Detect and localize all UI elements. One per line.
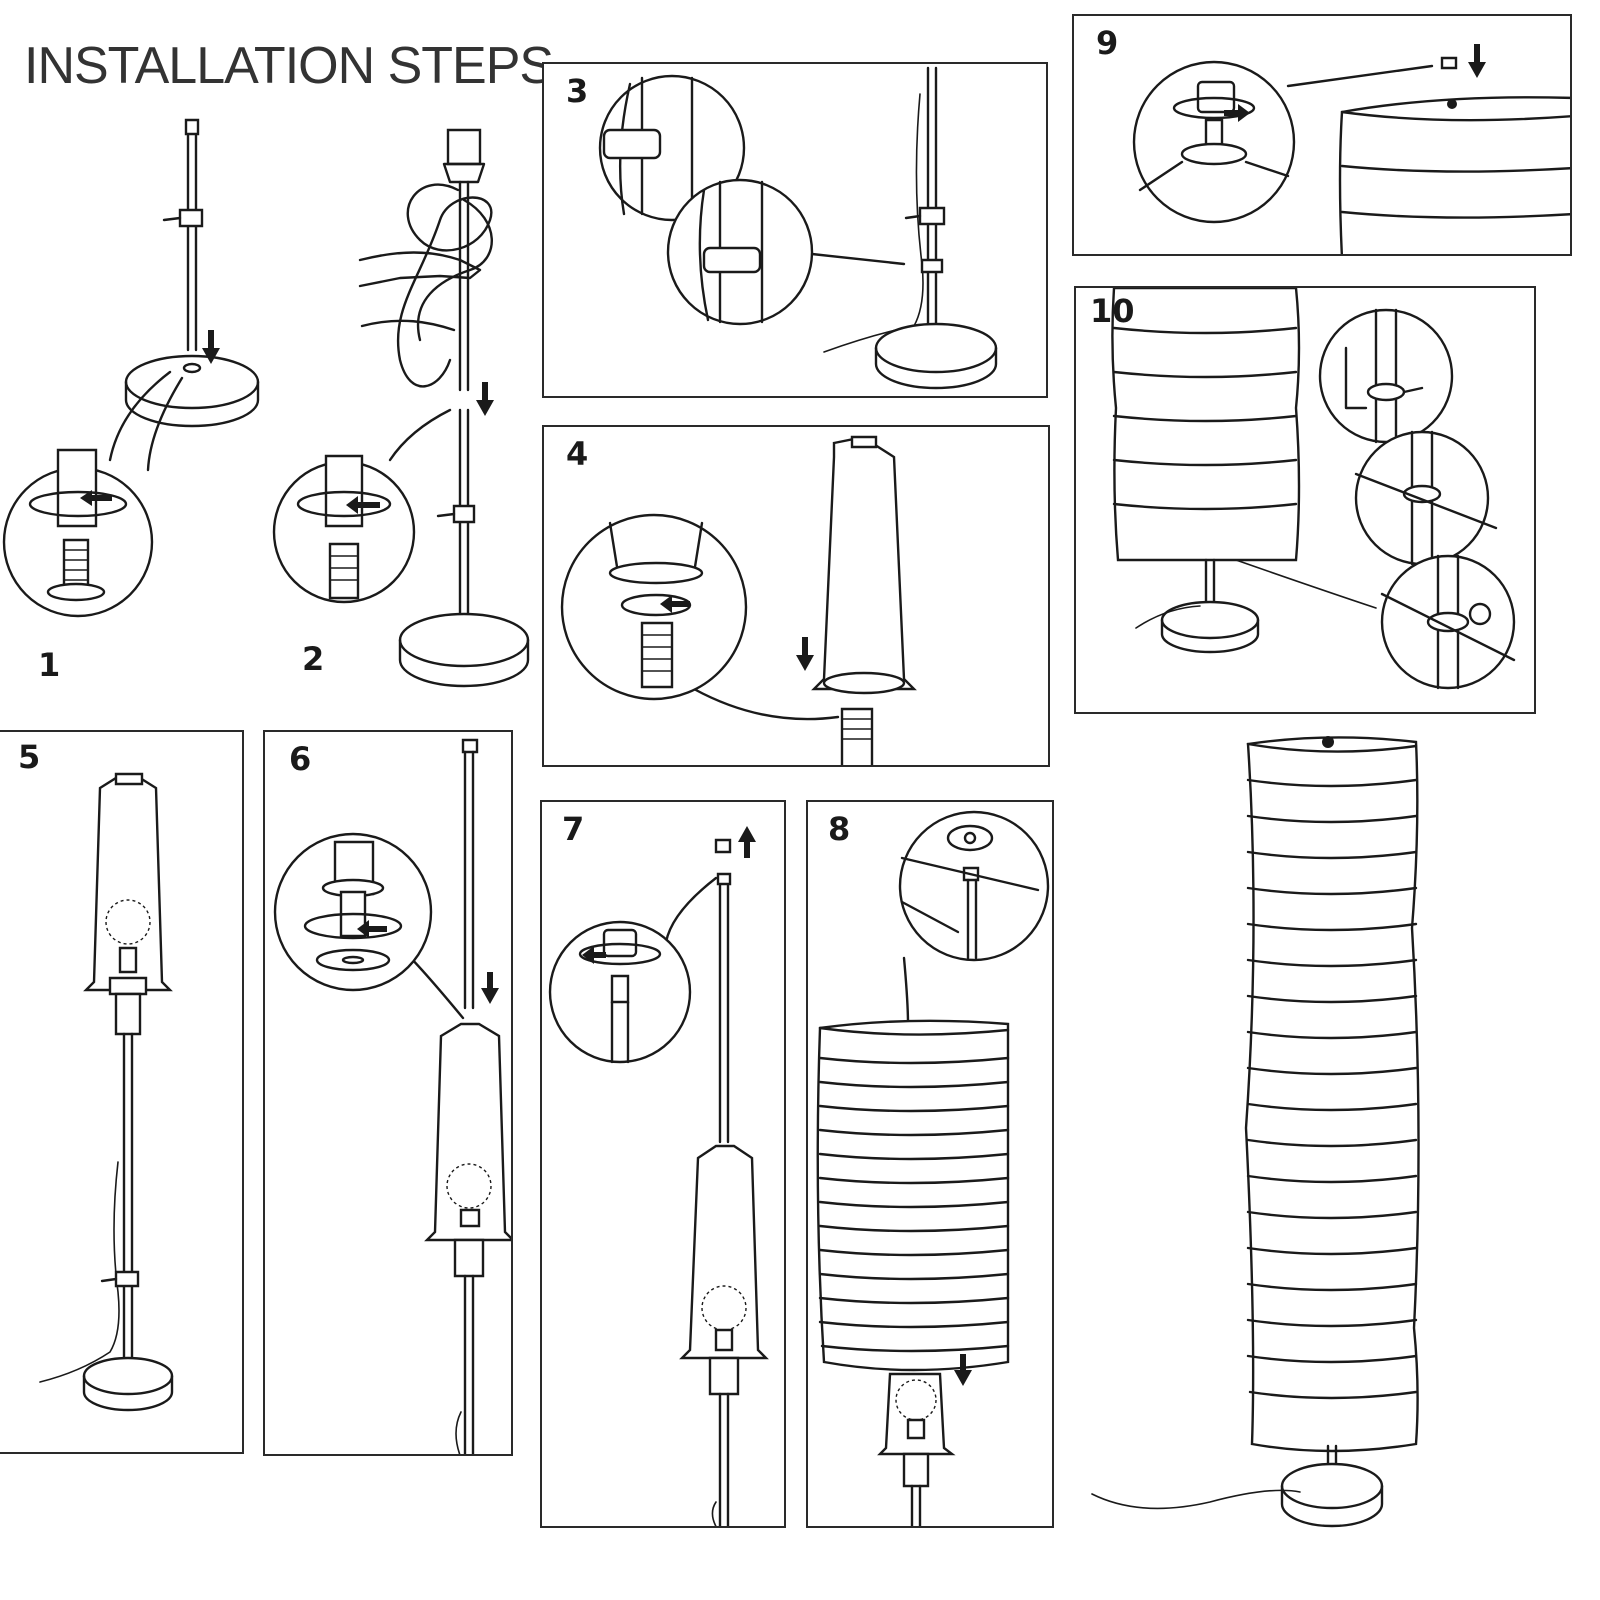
step-2-illustration: [270, 110, 540, 710]
step-10-panel: 10: [1074, 286, 1536, 714]
step-5-illustration: [0, 732, 244, 1454]
page-title: INSTALLATION STEPS: [24, 37, 554, 95]
step-1-panel: 1: [0, 110, 270, 700]
step-9-panel: 9: [1072, 14, 1572, 256]
step-1-illustration: [0, 110, 270, 700]
step-10-number: 10: [1090, 292, 1135, 330]
final-lamp-panel: [1080, 728, 1520, 1558]
step-9-illustration: [1074, 44, 1570, 254]
step-5-panel: 5: [0, 730, 244, 1454]
step-7-illustration: [542, 826, 786, 1528]
step-1-number: 1: [38, 646, 61, 684]
step-7-panel: 7: [540, 800, 786, 1528]
step-6-number: 6: [289, 740, 312, 778]
step-8-number: 8: [828, 810, 851, 848]
assembled-lamp-illustration: [1080, 736, 1520, 1558]
step-2-number: 2: [302, 640, 325, 678]
step-7-number: 7: [562, 810, 585, 848]
step-5-number: 5: [18, 738, 41, 776]
step-8-illustration: [808, 802, 1054, 1528]
step-4-panel: 4: [542, 425, 1050, 767]
step-3-illustration: [544, 64, 1048, 398]
step-8-panel: 8: [806, 800, 1054, 1528]
step-10-illustration: [1076, 288, 1536, 714]
step-3-panel: 3: [542, 62, 1048, 398]
step-3-number: 3: [566, 72, 589, 110]
step-4-illustration: [544, 427, 1050, 765]
step-4-number: 4: [566, 435, 589, 473]
step-6-illustration: [265, 732, 511, 1456]
step-9-number: 9: [1096, 24, 1119, 62]
step-6-panel: 6: [263, 730, 513, 1456]
step-2-panel: 2: [270, 110, 540, 710]
